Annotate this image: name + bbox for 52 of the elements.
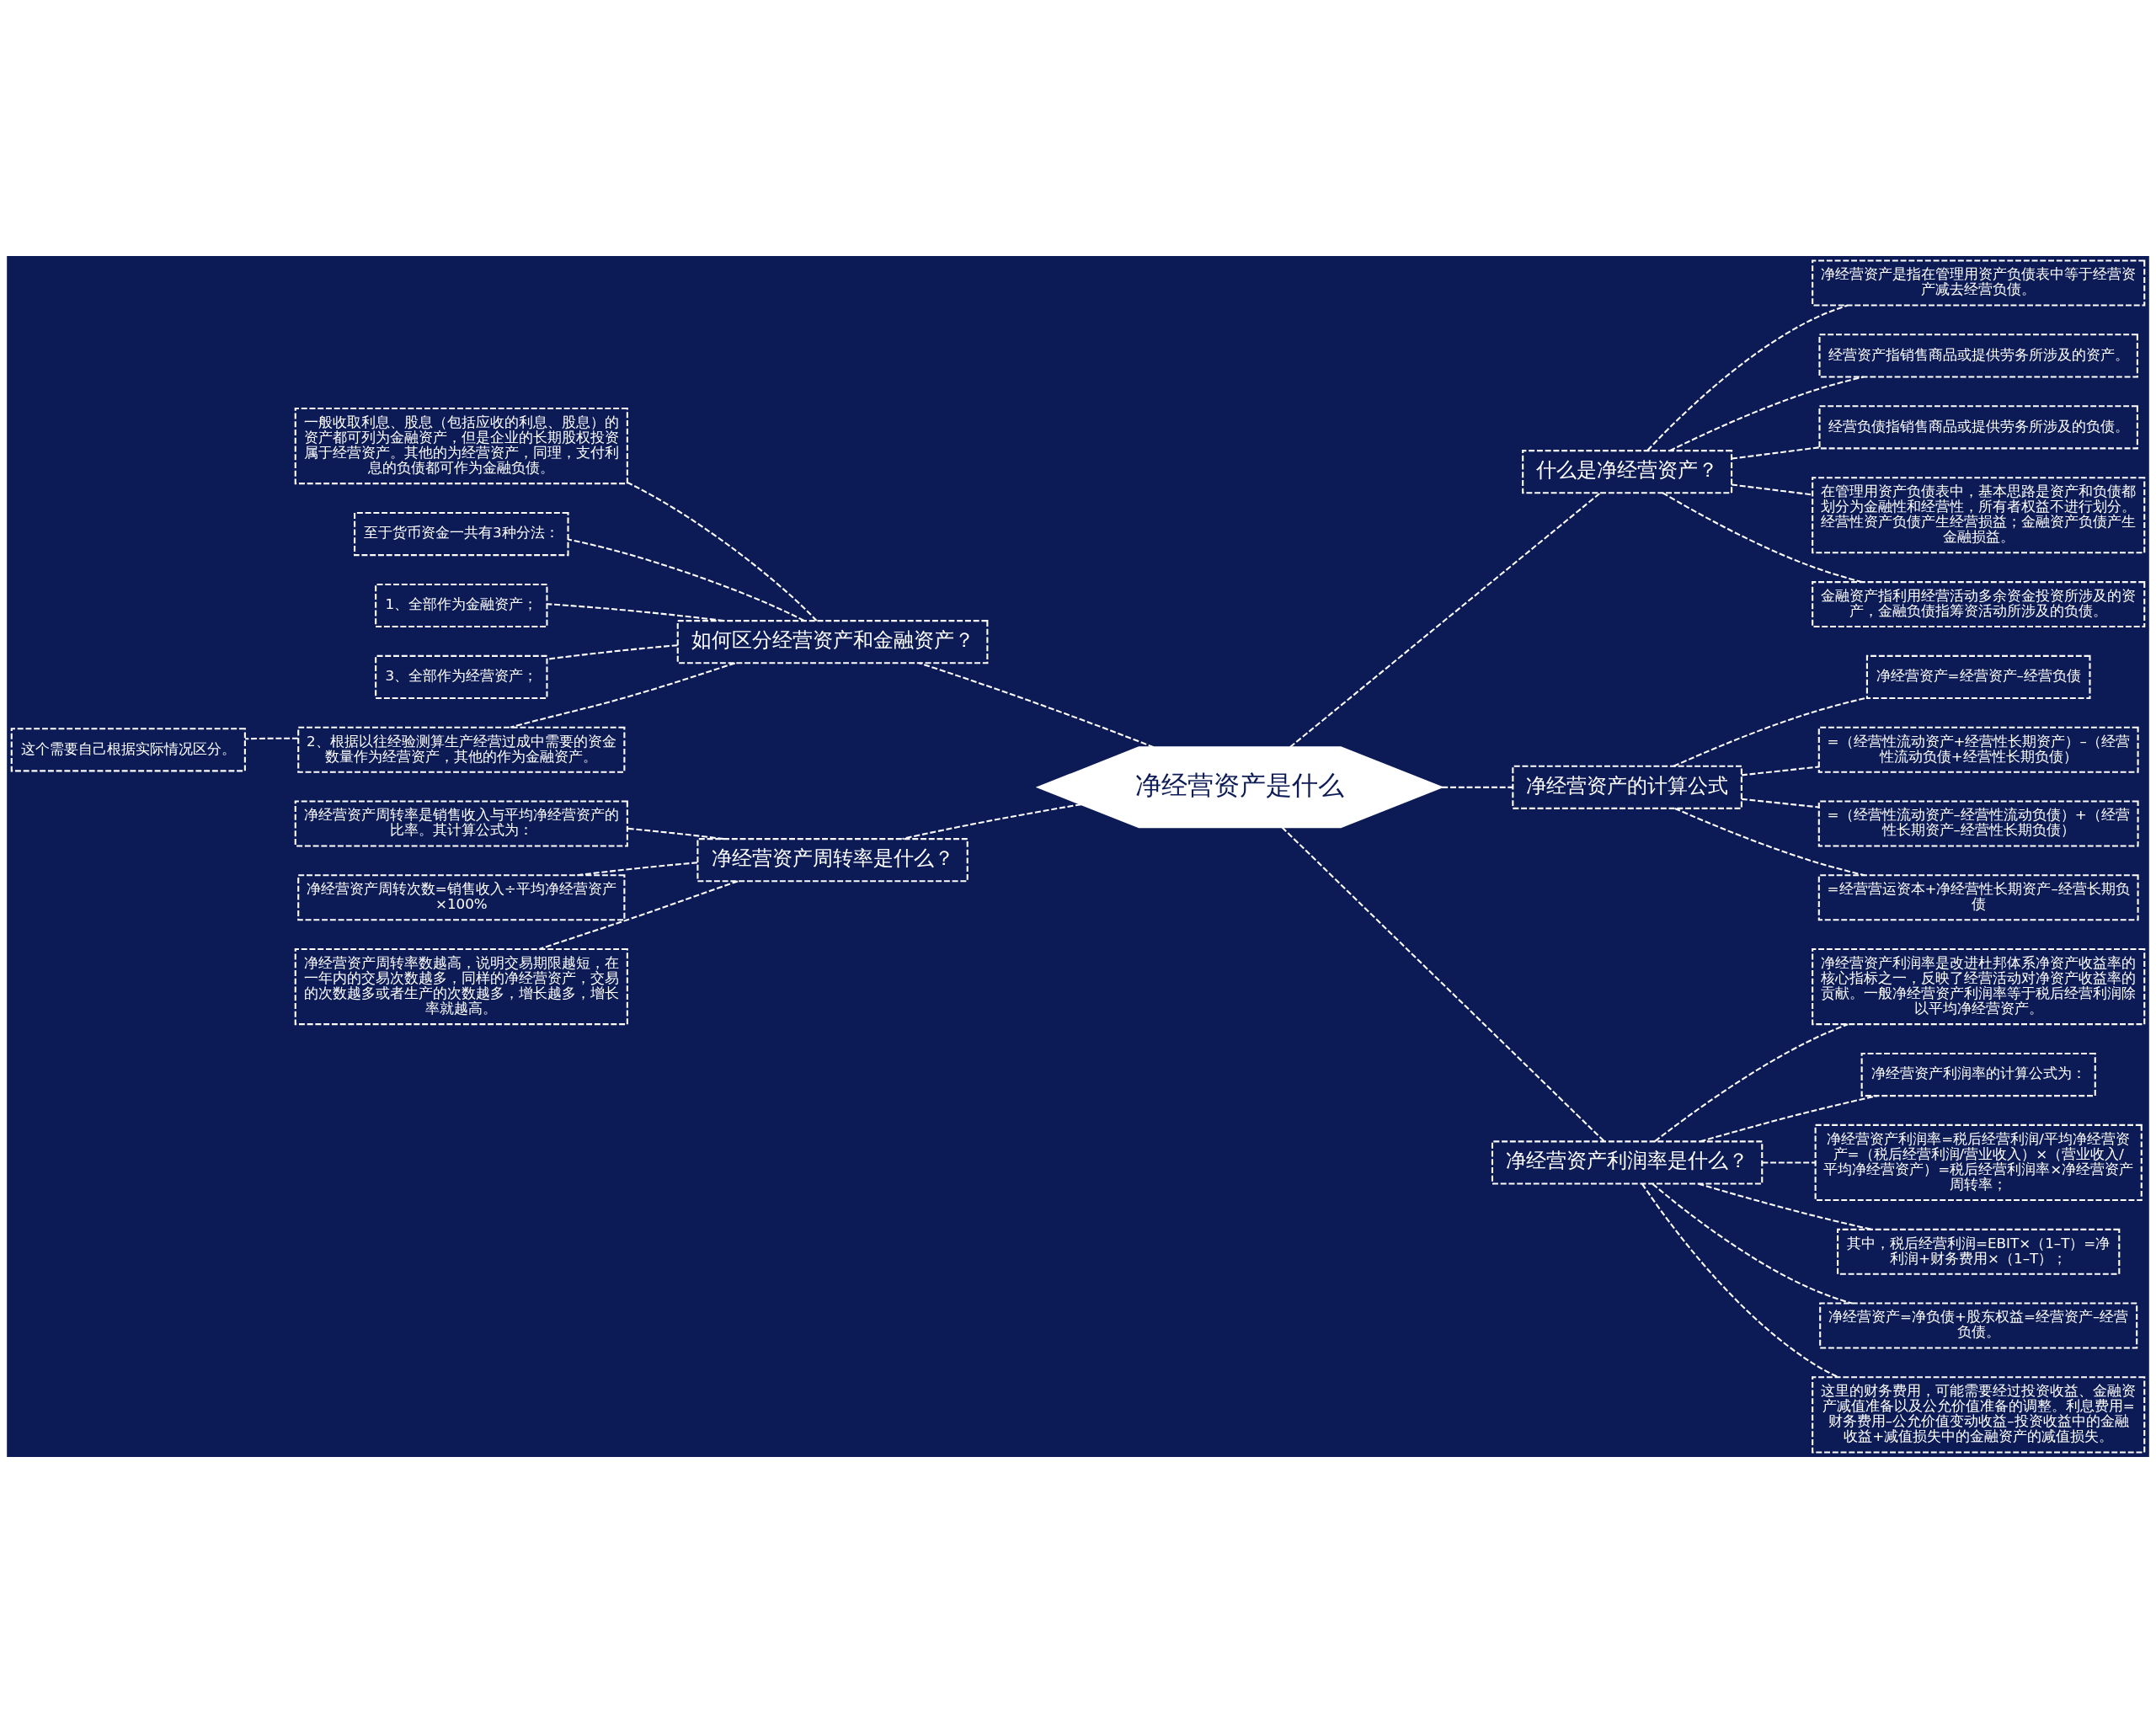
connector	[1281, 826, 1605, 1142]
node-box: 1、全部作为金融资产；	[375, 583, 548, 628]
node-box: 净经营资产=净负债+股东权益=经营资产–经营负债。	[1819, 1302, 2138, 1349]
connector	[547, 644, 678, 660]
node-box: 这个需要自己根据实际情况区分。	[10, 728, 246, 772]
connector	[1641, 1183, 1839, 1379]
node-box: 金融资产指利用经营活动多余资金投资所涉及的资产，金融负债指筹资活动所涉及的负债。	[1812, 581, 2146, 628]
connector	[1289, 492, 1601, 748]
connector	[627, 827, 724, 840]
node-box: =（经营性流动资产–经营性流动负债）+（经营性长期资产–经营性长期负债）	[1817, 800, 2139, 847]
node-box: 净经营资产利润率是什么？	[1491, 1140, 1764, 1185]
node-box: 至于货币资金一共有3种分法：	[354, 511, 569, 557]
connector	[1700, 1095, 1878, 1143]
connector	[1762, 1161, 1816, 1164]
connector	[510, 662, 736, 728]
connector	[1654, 1023, 1849, 1142]
node-box: 其中，税后经营利润=EBIT×（1–T）=净利润+财务费用×（1–T）；	[1837, 1228, 2121, 1275]
connector	[1442, 786, 1513, 788]
node-box: 净经营资产的计算公式	[1512, 765, 1742, 809]
connector	[568, 538, 805, 622]
node-box: 净经营资产周转率是什么？	[696, 838, 969, 883]
node-box: 一般收取利息、股息（包括应收的利息、股息）的资产都可列为金融资产，但是企业的长期股权投资属于经营资产。其他的为经营资产，同理，支付利息的负债都可作为金融负债。	[294, 408, 628, 485]
connector	[1732, 446, 1820, 460]
node-box: =经营营运资本+净经营性长期资产–经营长期负债	[1817, 874, 2139, 921]
node-box: 净经营资产周转率数越高，说明交易期限越短，在一年内的交易次数越多，同样的净经营资产，交易的次数越多或者生产的次数越多，增长越多，增长率就越高。	[294, 947, 628, 1026]
node-box: 净经营资产利润率是改进杜邦体系净资产收益率的核心指标之一，反映了经营活动对净资产收益率的贡献。一般净经营资产利润率等于税后经营利润除以平均净经营资产。	[1812, 947, 2146, 1026]
node-box: 净经营资产利润率=税后经营利润/平均净经营资产=（税后经营利润/营业收入）×（营业收入/平均净经营资产）=税后经营利润率×净经营资产周转率；	[1814, 1123, 2143, 1202]
connector	[1741, 798, 1819, 808]
node-box: 净经营资产利润率的计算公式为：	[1860, 1052, 2096, 1097]
connector	[245, 737, 298, 740]
node-box: 净经营资产周转次数=销售收入÷平均净经营资产×100%	[297, 874, 626, 921]
node-box: 经营负债指销售商品或提供劳务所涉及的负债。	[1818, 405, 2138, 450]
connector	[627, 482, 818, 622]
node-box: 如何区分经营资产和金融资产？	[676, 620, 989, 664]
node-box: 2、根据以往经验测算生产经营过成中需要的资金数量作为经营资产，其他的作为金融资产。	[297, 726, 626, 773]
node-box: 什么是净经营资产？	[1522, 450, 1733, 494]
node-box: 净经营资产周转率是销售收入与平均净经营资产的比率。其计算公式为：	[294, 800, 628, 847]
node-box: 这里的财务费用，可能需要经过投资收益、金融资产减值准备以及公允价值准备的调整。利息费用=财务费用–公允价值变动收益–投资收益中的金融收益+减值损失中的金融资产的减值损失。	[1812, 1376, 2146, 1454]
connector	[1741, 766, 1819, 776]
node-box: 经营资产指销售商品或提供劳务所涉及的资产。	[1818, 334, 2138, 378]
connector	[1673, 696, 1867, 767]
connector	[902, 803, 1081, 840]
connector	[919, 662, 1155, 749]
connector	[577, 862, 698, 877]
node-box: 3、全部作为经营资产；	[375, 654, 548, 700]
node-box: =（经营性流动资产+经营性长期资产）–（经营性流动负债+经营性长期负债）	[1817, 726, 2139, 773]
connector	[1732, 483, 1813, 496]
connector	[547, 603, 724, 622]
node-box: 在管理用资产负债表中，基本思路是资产和负债都划分为金融性和经营性，所有者权益不进行划分。经营性资产负债产生经营损益；金融资产负债产生金融损益。	[1812, 477, 2146, 554]
connector	[1669, 376, 1864, 452]
node-box: 净经营资产=经营资产–经营负债	[1865, 654, 2091, 700]
node-box: 净经营资产是指在管理用资产负债表中等于经营资产减去经营负债。	[1812, 259, 2146, 307]
